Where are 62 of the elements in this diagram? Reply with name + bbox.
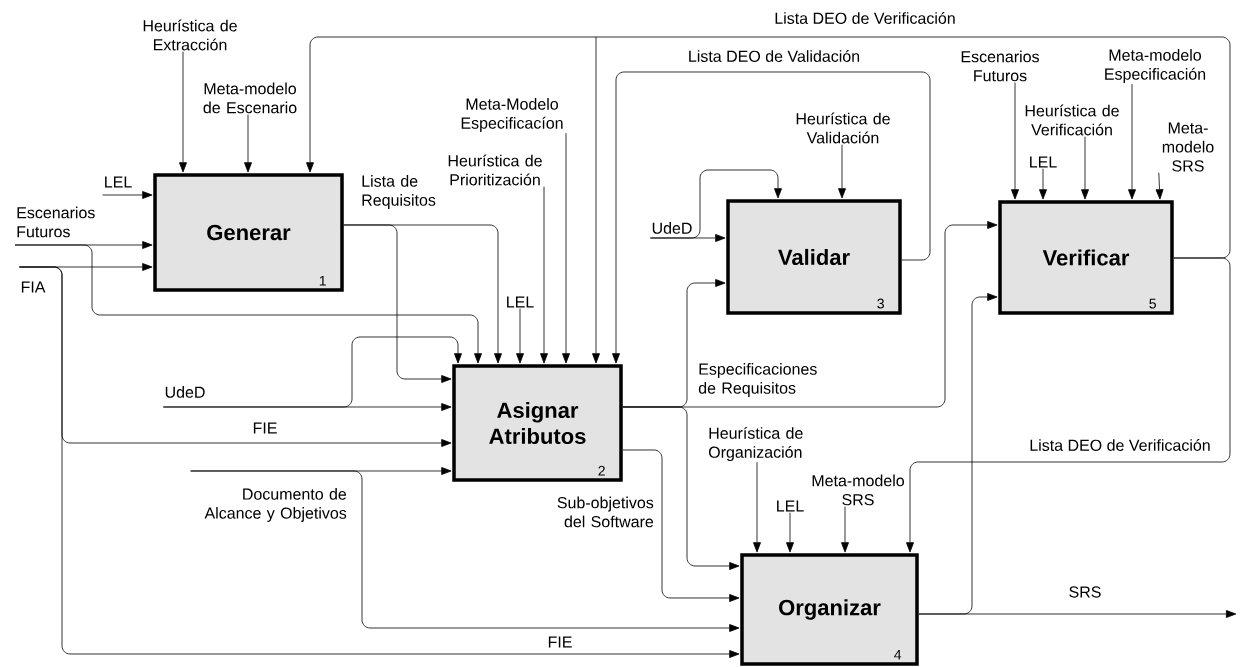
arrow-label: Meta-modelo de Escenario — [203, 82, 297, 114]
arrow — [918, 293, 998, 615]
arrow — [838, 144, 846, 199]
process-box: Organizar 4 — [740, 553, 919, 666]
arrow — [1155, 172, 1164, 200]
arrow-label: Documento de Alcance y Objetivos — [204, 488, 347, 522]
arrow — [14, 244, 482, 364]
arrow-label: Heurística de Validación — [796, 112, 890, 144]
process-box: Verificar 5 — [998, 200, 1174, 315]
arrow-label: LEL — [1030, 156, 1057, 168]
arrow — [516, 308, 524, 364]
edge-label: Lista DEO de Verificación — [1030, 439, 1210, 451]
edge-label: Especificaciones de Requisitos — [698, 363, 817, 397]
arrow — [1081, 136, 1089, 200]
arrow-label: LEL — [777, 500, 804, 512]
arrow-label: FIA — [21, 281, 46, 293]
edge-label: Sub-objetivos del Software — [557, 496, 654, 528]
arrow — [841, 506, 849, 553]
process-box: Validar 3 — [726, 199, 902, 315]
edge-label: Lista DEO de Verificación — [775, 12, 955, 24]
edge-label: FIE — [548, 636, 572, 648]
arrow-label: Heurística de Extracción — [143, 19, 237, 51]
arrow — [306, 36, 597, 173]
edge-label: Lista de Requisitos — [362, 175, 436, 209]
arrow — [612, 71, 931, 364]
arrow — [102, 191, 153, 199]
arrow-label: UdeD — [165, 386, 205, 398]
arrow — [18, 266, 740, 658]
arrow — [162, 336, 462, 408]
edge-label: Lista DEO de Validación — [689, 50, 860, 62]
arrow — [540, 186, 548, 364]
arrow — [179, 51, 187, 173]
arrow-label: LEL — [105, 176, 132, 188]
arrow — [753, 461, 761, 553]
edge-label: FIE — [253, 422, 277, 434]
arrow — [190, 470, 740, 632]
arrow-label: Heurística de Verificación — [1025, 104, 1119, 136]
arrow-label: Meta-modelo SRS — [1162, 122, 1214, 172]
arrow-label: Meta-Modelo Especificacíon — [461, 98, 563, 132]
arrow — [343, 224, 502, 364]
arrow — [1128, 83, 1136, 200]
arrow-label: Meta-modelo Especificación — [1105, 49, 1206, 83]
arrow — [1039, 168, 1047, 200]
arrow-label: UdeD — [652, 222, 692, 234]
arrow — [592, 36, 600, 364]
process-box: Generar 1 — [153, 173, 344, 292]
arrow-label: Escenarios Futuros — [17, 206, 95, 238]
arrow — [622, 449, 740, 602]
arrow — [906, 257, 1231, 553]
arrow-label: LEL — [507, 296, 534, 308]
arrow — [244, 114, 252, 173]
arrow — [1011, 82, 1019, 200]
arrow — [786, 512, 794, 553]
arrow-label: Meta-modelo SRS — [812, 474, 904, 506]
arrow-label: Heurística de Organización — [708, 426, 803, 462]
arrow-label: Heurística de Prioritización — [448, 154, 542, 186]
arrow — [649, 169, 782, 239]
arrow — [562, 132, 570, 364]
arrow-label: Escenarios Futuros — [961, 50, 1039, 82]
edge-label: SRS — [1069, 586, 1101, 598]
process-box: Asignar Atributos 2 — [452, 364, 623, 482]
arrow — [622, 406, 740, 570]
